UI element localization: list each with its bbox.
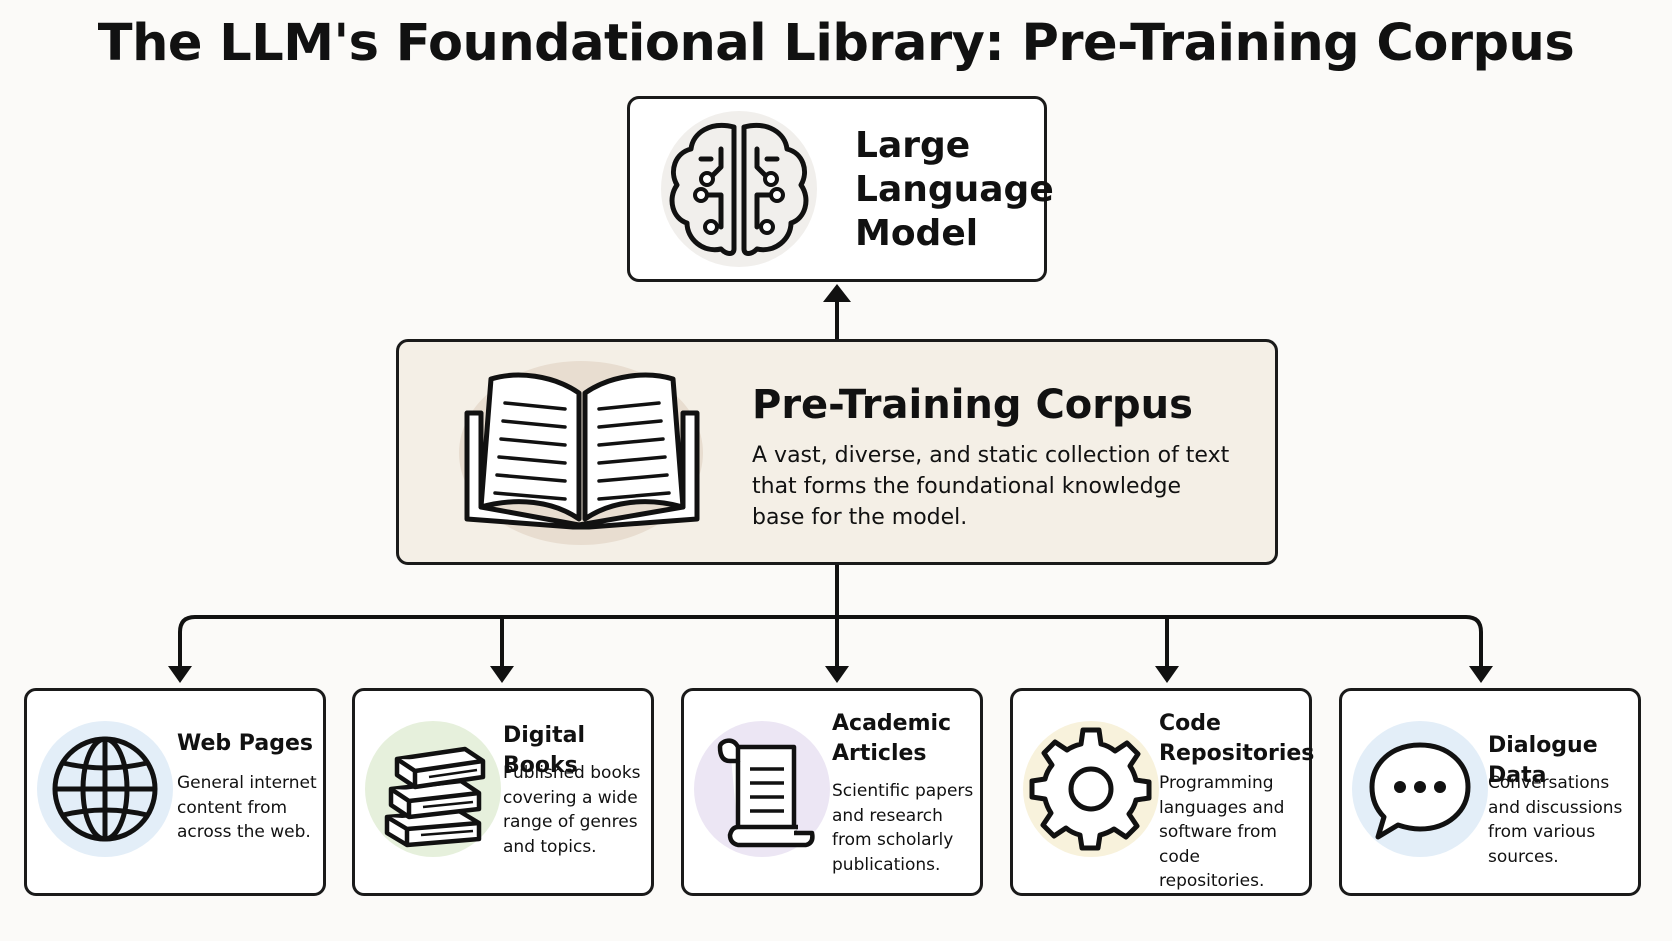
source-title: Code Repositories <box>1159 711 1315 766</box>
source-code-repositories: Code Repositories Programming languages … <box>1010 688 1315 896</box>
books-icon <box>384 746 486 848</box>
corpus-title: Pre-Training Corpus <box>752 382 1193 428</box>
arrowhead-dialogue <box>1469 666 1493 683</box>
source-title: Academic Articles <box>832 711 952 766</box>
arrowhead-up <box>823 284 851 302</box>
arrowhead-articles <box>825 666 849 683</box>
gear-icon <box>1029 727 1152 851</box>
corpus-description: A vast, diverse, and static collection o… <box>752 443 1230 530</box>
globe-icon <box>52 736 158 842</box>
source-title: Dialogue Data <box>1488 733 1598 788</box>
open-book-icon <box>459 361 703 545</box>
model-label: Large Language Model <box>855 124 1054 256</box>
arrowhead-code <box>1155 666 1179 683</box>
brain-icon <box>661 111 817 267</box>
source-academic-articles: Academic Articles Scientific papers and … <box>681 688 983 896</box>
source-description: Published books covering a wide range of… <box>503 763 641 857</box>
source-description: Conversations and discussions from vario… <box>1488 773 1623 867</box>
model-label-line: Model <box>855 213 979 254</box>
llm-box: Large Language Model <box>627 96 1054 282</box>
source-title: Digital Books <box>503 723 585 778</box>
source-dialogue-data: Dialogue Data Conversations and discussi… <box>1339 688 1641 896</box>
arrowhead-web <box>168 666 192 683</box>
chat-icon <box>1369 742 1471 840</box>
source-description: General internet content from across the… <box>177 773 317 842</box>
source-description: Programming languages and software from … <box>1159 773 1285 891</box>
arrowhead-books <box>490 666 514 683</box>
model-label-line: Large <box>855 125 971 166</box>
source-description: Scientific papers and research from scho… <box>832 781 974 875</box>
branch-line <box>178 615 1483 670</box>
diagram-title: The LLM's Foundational Library: Pre-Trai… <box>97 14 1575 73</box>
source-web-pages: Web Pages General internet content from … <box>24 688 326 896</box>
source-title: Web Pages <box>177 731 313 756</box>
corpus-box: Pre-Training Corpus A vast, diverse, and… <box>396 339 1278 565</box>
scroll-icon <box>717 738 815 848</box>
model-label-line: Language <box>855 169 1054 210</box>
source-digital-books: Digital Books Published books covering a… <box>352 688 654 896</box>
